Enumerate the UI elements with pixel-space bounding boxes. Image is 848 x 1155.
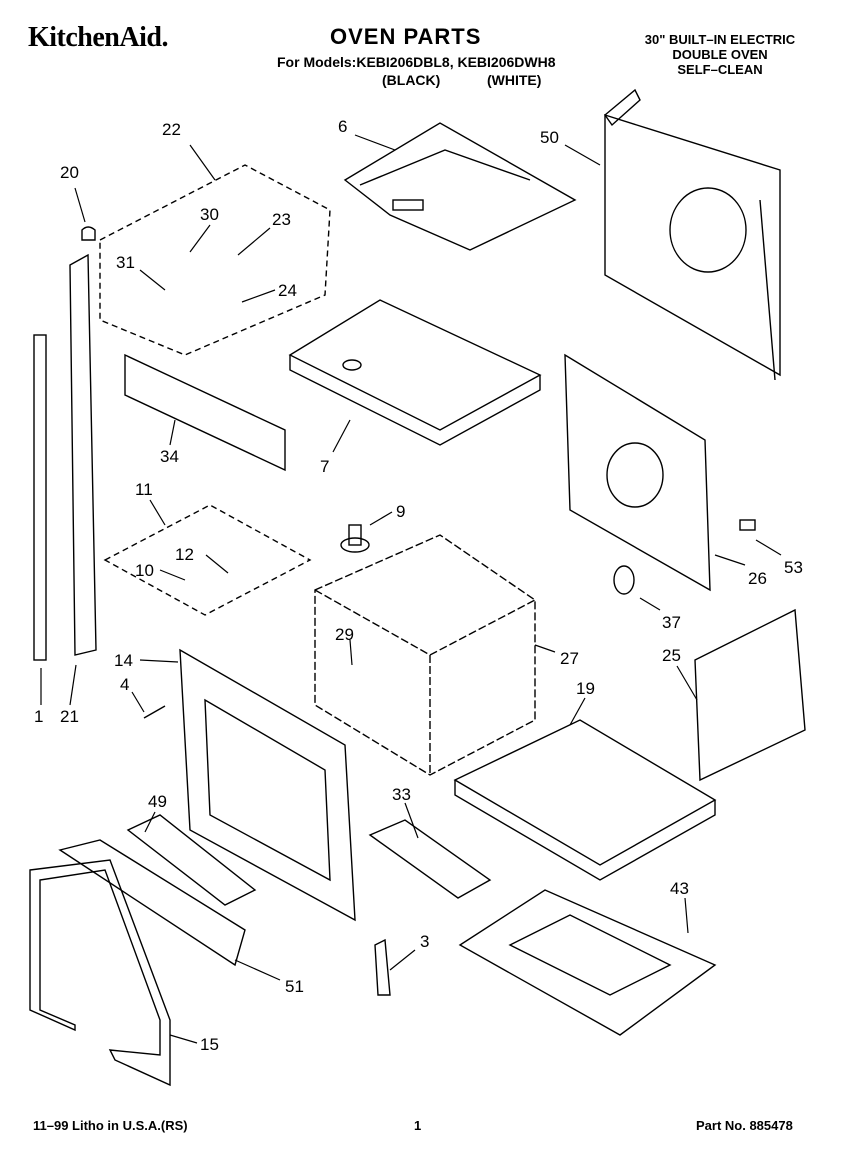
description-line: 30" BUILT–IN ELECTRIC — [644, 32, 796, 47]
part-25-panel — [694, 608, 806, 782]
callout-26: 26 — [748, 569, 767, 588]
callout-29: 29 — [335, 625, 354, 644]
part-27-oven-cavity — [314, 534, 536, 776]
litho-note: 11–99 Litho in U.S.A.(RS) — [33, 1118, 188, 1133]
part-6-top-panel — [343, 122, 577, 251]
part-7-plate — [288, 299, 542, 446]
page-title: OVEN PARTS — [330, 24, 482, 49]
part-15-gasket — [29, 859, 171, 1087]
callout-22: 22 — [162, 120, 181, 139]
part-50-rear-panel — [604, 88, 781, 381]
callout-25: 25 — [662, 646, 681, 665]
product-description: 30" BUILT–IN ELECTRIC DOUBLE OVEN SELF–C… — [640, 32, 800, 77]
part-number: Part No. 885478 — [696, 1118, 793, 1133]
part-43-base-frame — [458, 889, 717, 1036]
part-21-trim — [69, 253, 97, 656]
small-parts — [81, 226, 756, 719]
part-33-strip — [368, 819, 492, 899]
callout-6: 6 — [338, 117, 347, 136]
callout-23: 23 — [272, 210, 291, 229]
callout-labels: 22 6 50 20 30 23 31 24 34 7 11 9 12 10 5… — [34, 117, 803, 1054]
page-number: 1 — [414, 1118, 422, 1133]
description-line: SELF–CLEAN — [677, 62, 763, 77]
callout-43: 43 — [670, 879, 689, 898]
callout-34: 34 — [160, 447, 179, 466]
part-3-bracket — [374, 938, 391, 996]
part-26-side-panel — [564, 353, 711, 592]
callout-50: 50 — [540, 128, 559, 147]
variant-white: (WHITE) — [487, 72, 542, 88]
callout-1: 1 — [34, 707, 43, 726]
callout-51: 51 — [285, 977, 304, 996]
callout-4: 4 — [120, 675, 129, 694]
part-51-strip — [58, 839, 246, 967]
part-22-control-group — [99, 164, 331, 356]
callout-11: 11 — [135, 480, 153, 499]
callout-30: 30 — [200, 205, 219, 224]
callout-24: 24 — [278, 281, 297, 300]
callout-19: 19 — [576, 679, 595, 698]
part-49-strip — [126, 814, 257, 906]
callout-37: 37 — [662, 613, 681, 632]
description-line: DOUBLE OVEN — [672, 47, 768, 62]
variant-black: (BLACK) — [382, 72, 441, 88]
part-11-sensor-group — [103, 504, 312, 616]
callout-31: 31 — [116, 253, 135, 272]
callout-10: 10 — [135, 561, 154, 580]
callout-12: 12 — [175, 545, 194, 564]
callout-20: 20 — [60, 163, 79, 182]
callout-33: 33 — [392, 785, 411, 804]
part-34-strip — [124, 353, 286, 472]
callout-27: 27 — [560, 649, 579, 668]
part-14-front-frame — [179, 648, 356, 922]
callout-15: 15 — [200, 1035, 219, 1054]
callout-7: 7 — [320, 457, 329, 476]
part-19-bottom-pan — [453, 719, 717, 881]
brand-logo: KitchenAid. — [28, 22, 168, 53]
callout-49: 49 — [148, 792, 167, 811]
leader-lines — [40, 134, 782, 1044]
callout-9: 9 — [396, 502, 405, 521]
part-1-trim — [33, 334, 47, 661]
callout-21: 21 — [60, 707, 79, 726]
callout-53: 53 — [784, 558, 803, 577]
callout-14: 14 — [114, 651, 133, 670]
models-line: For Models:KEBI206DBL8, KEBI206DWH8 — [277, 54, 556, 70]
callout-3: 3 — [420, 932, 429, 951]
